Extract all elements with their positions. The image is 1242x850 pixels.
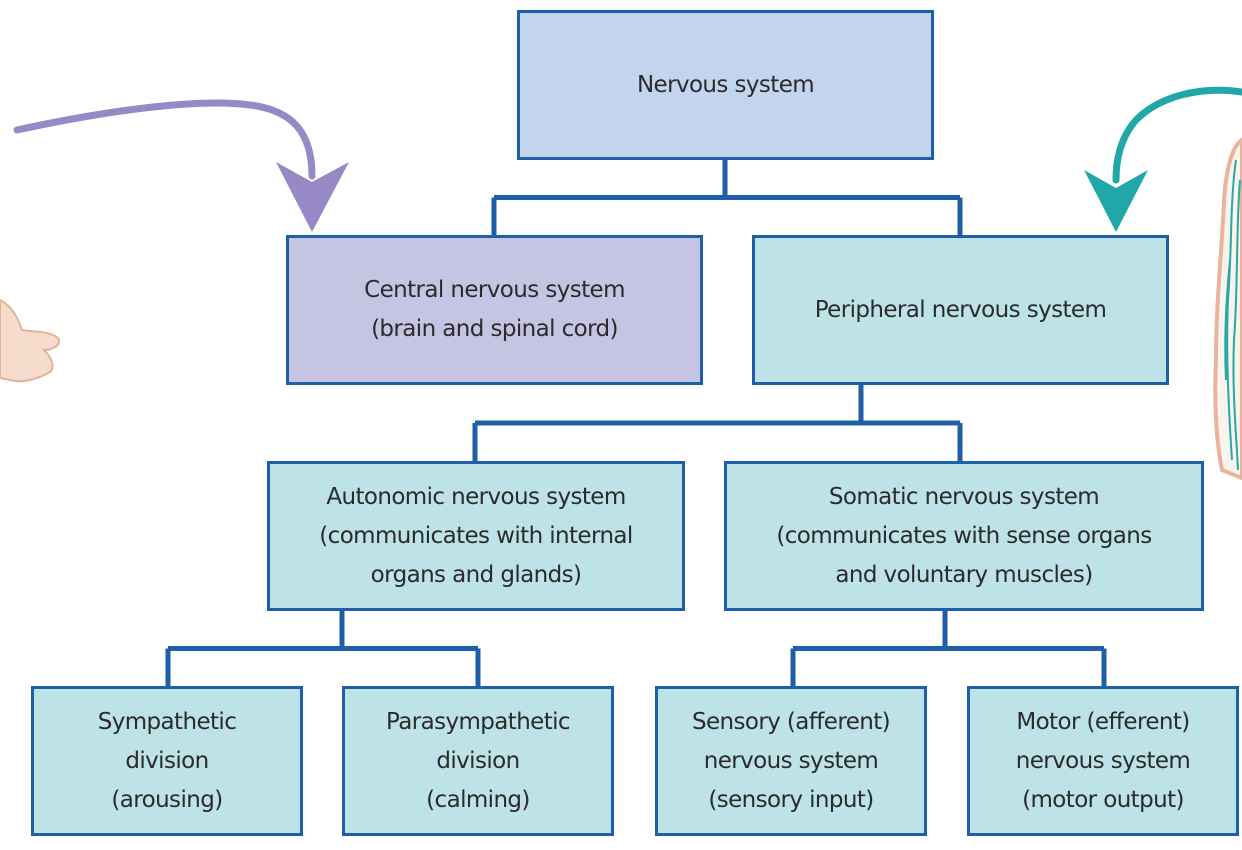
pns-label-line: Peripheral nervous system — [814, 296, 1107, 323]
pns-arrowhead-icon — [1084, 170, 1148, 232]
sensory-label-line: Sensory (afferent) — [691, 708, 891, 735]
parasympathetic-label-line: Parasympathetic — [386, 708, 571, 735]
cns-arrowhead-icon — [276, 162, 349, 232]
node-autonomic-nervous-system: Autonomic nervous system (communicates wi… — [267, 461, 685, 611]
node-nervous-system: Nervous system — [517, 10, 934, 160]
nerve-lines — [1224, 159, 1241, 471]
somatic-label-line: Somatic nervous system — [828, 483, 1100, 510]
node-peripheral-nervous-system: Peripheral nervous system — [752, 235, 1169, 385]
pns-arrow-curve — [1112, 86, 1242, 184]
hand-illustration — [0, 298, 60, 383]
connectors — [165, 160, 1107, 686]
motor-label-line: Motor (efferent) — [1016, 708, 1190, 735]
sympathetic-label-line: (arousing) — [111, 786, 223, 813]
node-parasympathetic-division: Parasympathetic division (calming) — [342, 686, 614, 836]
autonomic-label-line: Autonomic nervous system — [326, 483, 626, 510]
motor-label-line: (motor output) — [1022, 786, 1184, 813]
node-sensory-afferent-system: Sensory (afferent) nervous system (sensory… — [655, 686, 927, 836]
sensory-label-line: (sensory input) — [708, 786, 874, 813]
somatic-label-line: (communicates with sense organs — [776, 522, 1152, 549]
root-label-line: Nervous system — [636, 71, 815, 98]
node-sympathetic-division: Sympathetic division (arousing) — [31, 686, 303, 836]
somatic-label-line: and voluntary muscles) — [835, 561, 1093, 588]
sympathetic-label-line: division — [125, 747, 209, 774]
brain-spinal-cord-illustration — [0, 298, 60, 383]
node-central-nervous-system: Central nervous system (brain and spinal … — [286, 235, 703, 385]
cns-label-line: Central nervous system — [364, 277, 625, 303]
cns-arrow — [13, 99, 349, 232]
cns-arrow-curve — [13, 99, 316, 180]
body-nerves-illustration — [1213, 137, 1242, 481]
autonomic-label-line: (communicates with internal — [319, 522, 633, 549]
parasympathetic-label-line: (calming) — [426, 786, 530, 813]
motor-label-line: nervous system — [1015, 747, 1191, 774]
cns-label-line: (brain and spinal cord) — [371, 316, 618, 342]
sympathetic-label-line: Sympathetic — [97, 708, 237, 735]
node-motor-efferent-system: Motor (efferent) nervous system (motor out… — [967, 686, 1239, 836]
node-somatic-nervous-system: Somatic nervous system (communicates with… — [724, 461, 1204, 611]
sensory-label-line: nervous system — [703, 747, 879, 774]
parasympathetic-label-line: division — [436, 747, 520, 774]
autonomic-label-line: organs and glands) — [370, 561, 582, 588]
pns-arrow — [1084, 86, 1242, 232]
